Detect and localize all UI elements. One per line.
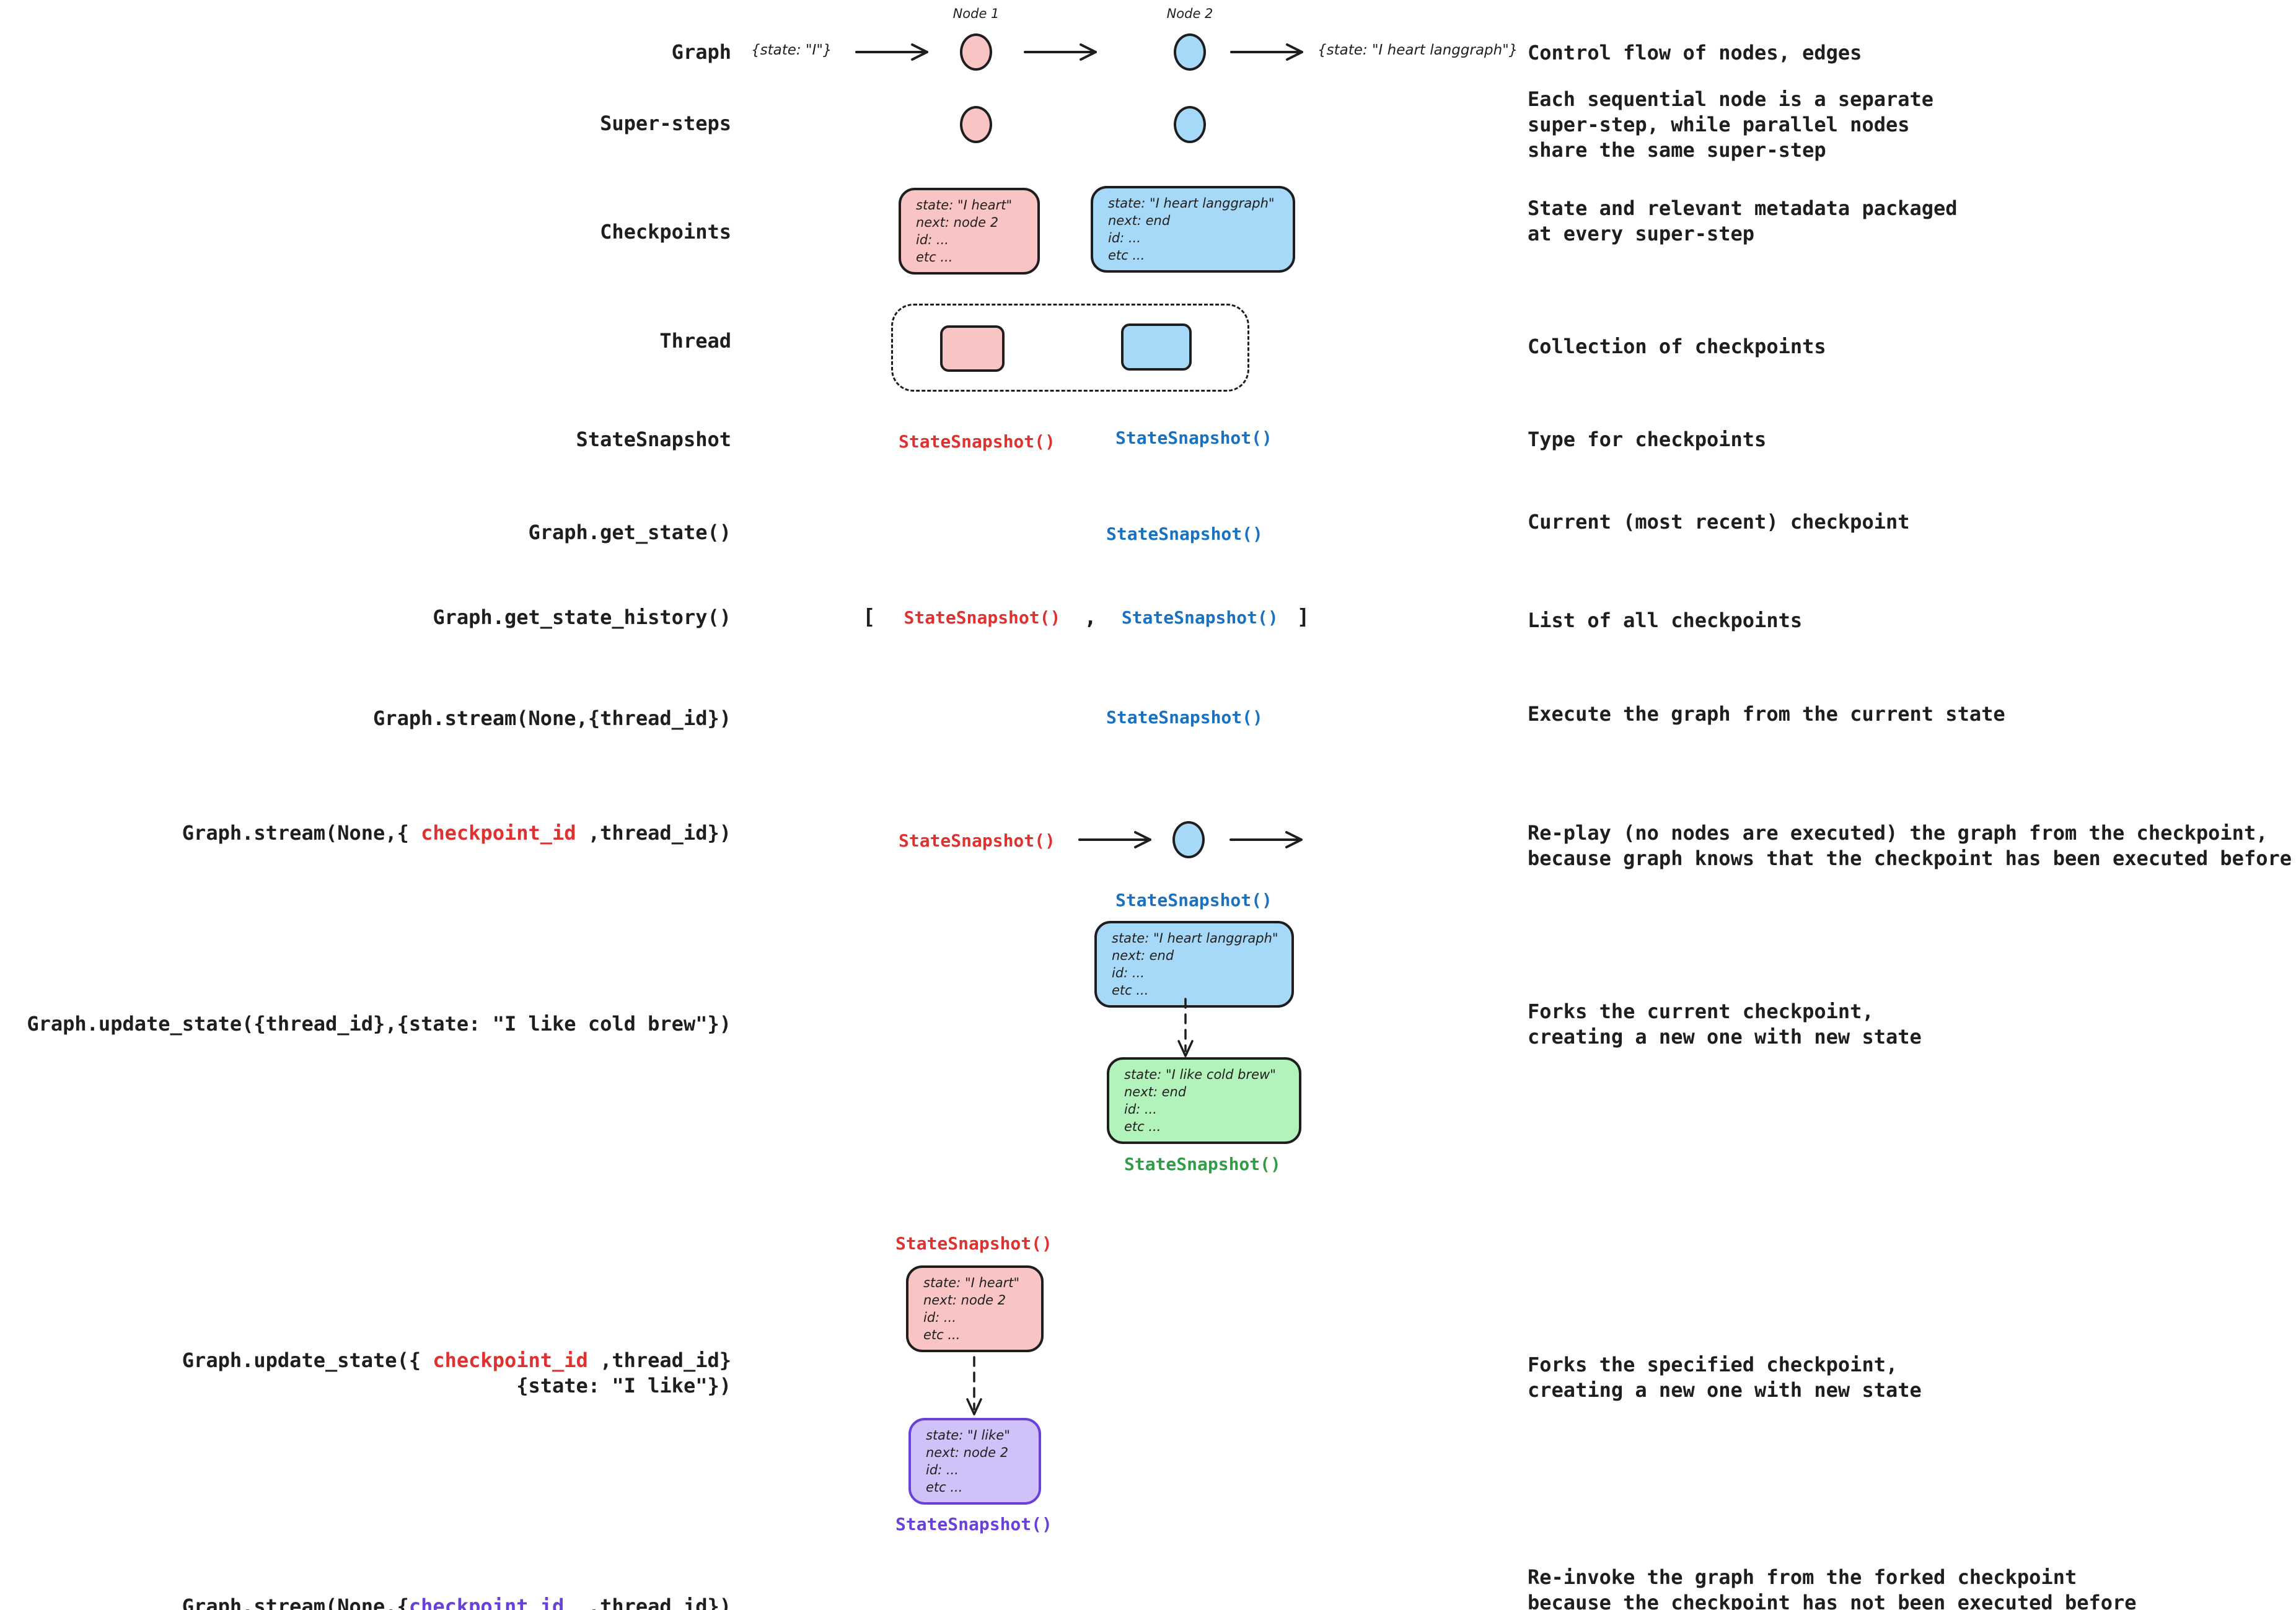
close-bracket: ] [1296, 605, 1310, 630]
row-desc-update-state-checkpoint: Forks the specified checkpoint, creating… [1528, 1353, 1922, 1402]
row-desc-stream-thread: Execute the graph from the current state [1528, 702, 2005, 726]
checkpoint-id-highlight: checkpoint_id [421, 821, 576, 845]
comma: , [1084, 605, 1097, 630]
snapshot-list: [ StateSnapshot() , StateSnapshot() ] [863, 605, 1309, 630]
statesnapshot-token-red: StateSnapshot() [899, 830, 1055, 851]
arrow-right-icon [1078, 831, 1151, 848]
row-label-supersteps: Super-steps [600, 112, 731, 135]
open-bracket: [ [863, 605, 876, 630]
row-label-stream-forked: Graph.stream(None,{checkpoint_id ,thread… [0, 1594, 731, 1610]
row-desc-stream-forked: Re-invoke the graph from the forked chec… [1528, 1565, 2137, 1610]
row-desc-statesnapshot: Type for checkpoints [1528, 428, 1767, 451]
row-desc-thread: Collection of checkpoints [1528, 335, 1826, 358]
statesnapshot-token-blue: StateSnapshot() [1106, 707, 1263, 728]
graph-state-in: {state: "I"} [751, 42, 832, 58]
row-desc-supersteps: Each sequential node is a separate super… [1528, 87, 1934, 162]
thread-dashed-container [891, 304, 1249, 392]
label-pre: Graph.stream(None,{ [182, 821, 421, 845]
arrow-down-dashed-icon [966, 1356, 982, 1415]
checkpoint-box-pink: state: "I heart" next: node 2 id: ... et… [899, 188, 1040, 275]
row-label-stream-thread: Graph.stream(None,{thread_id}) [373, 706, 731, 730]
row-label-graph: Graph [671, 40, 731, 64]
row-label-get-state-history: Graph.get_state_history() [433, 605, 731, 629]
label-post: ,thread_id} [587, 1348, 731, 1372]
checkpoint-id-highlight: checkpoint_id [408, 1595, 565, 1610]
label-pre: Graph.stream(None,{ [182, 1595, 409, 1610]
superstep-node-2-circle [1174, 106, 1206, 143]
statesnapshot-token-blue: StateSnapshot() [1115, 890, 1272, 910]
statesnapshot-token-green: StateSnapshot() [1124, 1154, 1281, 1174]
arrow-right-icon [1024, 43, 1097, 61]
row-label-get-state: Graph.get_state() [528, 521, 731, 544]
fork-result-box-purple: state: "I like" next: node 2 id: ... etc… [908, 1418, 1041, 1505]
node-2-circle [1174, 33, 1206, 71]
row-desc-update-state-thread: Forks the current checkpoint, creating a… [1528, 1000, 1922, 1049]
row-label-update-state-thread: Graph.update_state({thread_id},{state: "… [27, 1012, 731, 1036]
label-post: ,thread_id}) [564, 1595, 731, 1610]
arrow-right-icon [855, 43, 928, 61]
row-desc-checkpoints: State and relevant metadata packaged at … [1528, 196, 1958, 245]
row-desc-stream-checkpoint: Re-play (no nodes are executed) the grap… [1528, 821, 2292, 870]
row-label-statesnapshot: StateSnapshot [576, 428, 731, 451]
checkpoint-box-blue: state: "I heart langgraph" next: end id:… [1091, 186, 1295, 273]
fork-source-box-blue: state: "I heart langgraph" next: end id:… [1094, 921, 1294, 1008]
replay-node-circle [1172, 821, 1205, 858]
label-pre: Graph.update_state({ [182, 1348, 433, 1372]
row-label-update-state-checkpoint-line1: Graph.update_state({ checkpoint_id ,thre… [0, 1348, 731, 1373]
statesnapshot-token-red: StateSnapshot() [895, 1233, 1052, 1254]
node-1-circle [960, 33, 992, 71]
thread-checkpoint-blue [1121, 323, 1192, 371]
label-post: ,thread_id}) [576, 821, 731, 845]
fork-source-box-pink: state: "I heart" next: node 2 id: ... et… [906, 1265, 1044, 1352]
row-desc-get-state-history: List of all checkpoints [1528, 609, 1803, 632]
superstep-node-1-circle [960, 106, 992, 143]
row-label-thread: Thread [659, 329, 731, 353]
node-1-label: Node 1 [952, 6, 1000, 21]
statesnapshot-token-red: StateSnapshot() [904, 607, 1061, 628]
node-2-label: Node 2 [1166, 6, 1213, 21]
arrow-down-dashed-icon [1177, 998, 1194, 1057]
thread-checkpoint-pink [940, 325, 1005, 372]
statesnapshot-token-blue: StateSnapshot() [1106, 524, 1263, 544]
row-label-stream-checkpoint: Graph.stream(None,{ checkpoint_id ,threa… [0, 820, 731, 846]
row-label-checkpoints: Checkpoints [600, 220, 731, 244]
statesnapshot-token-purple: StateSnapshot() [895, 1514, 1052, 1534]
row-desc-graph: Control flow of nodes, edges [1528, 41, 1862, 64]
graph-state-out: {state: "I heart langgraph"} [1317, 42, 1518, 58]
arrow-right-icon [1230, 43, 1303, 61]
checkpoint-id-highlight: checkpoint_id [433, 1348, 588, 1372]
row-label-update-state-checkpoint-line2: {state: "I like"}) [516, 1374, 731, 1397]
row-desc-get-state: Current (most recent) checkpoint [1528, 510, 1910, 534]
fork-result-box-green: state: "I like cold brew" next: end id: … [1107, 1057, 1301, 1144]
statesnapshot-token-blue: StateSnapshot() [1121, 607, 1278, 628]
statesnapshot-token-red: StateSnapshot() [899, 431, 1055, 452]
arrow-right-icon [1229, 831, 1303, 848]
statesnapshot-token-blue: StateSnapshot() [1115, 428, 1272, 448]
